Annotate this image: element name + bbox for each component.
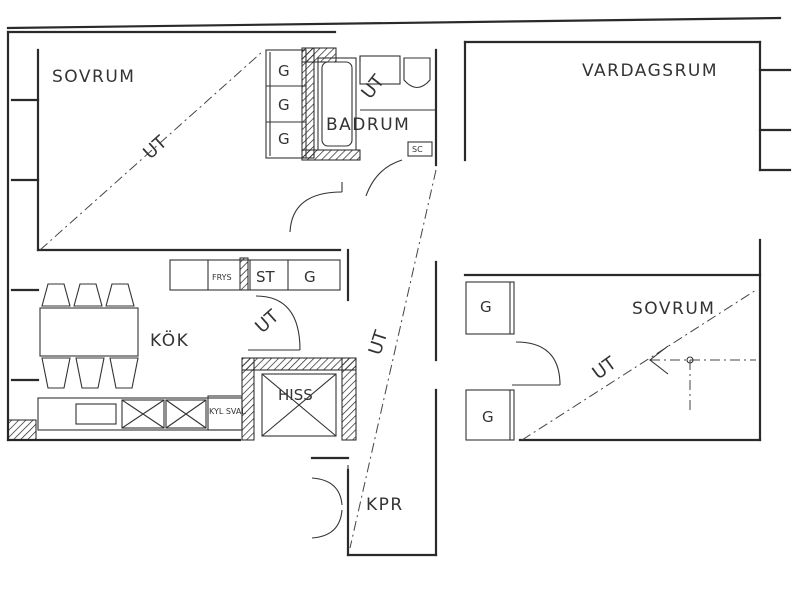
doors xyxy=(248,159,561,539)
wall-hatch-hiss-right xyxy=(341,357,357,441)
fridge-label: KYL SVAL xyxy=(209,407,246,416)
outer-walls xyxy=(6,16,792,557)
exit-label: UT xyxy=(139,131,172,163)
stove-label: ST xyxy=(256,268,276,286)
wardrobe-column xyxy=(265,49,307,159)
washer-label: SC xyxy=(412,145,423,154)
exit-label: UT xyxy=(357,70,389,103)
room-label-kok: KÖK xyxy=(150,329,189,351)
elevator xyxy=(261,373,337,437)
dining-table xyxy=(39,283,139,389)
room-label-sovrum: SOVRUM xyxy=(52,67,135,87)
exit-lines xyxy=(39,51,757,549)
exit-label: UT xyxy=(365,327,393,357)
wardrobe-label: G xyxy=(278,62,290,80)
wardrobe-label: G xyxy=(278,130,290,148)
wardrobe-label: G xyxy=(480,298,492,316)
wardrobe-label: G xyxy=(278,96,290,114)
wardrobe-label: G xyxy=(482,408,494,426)
kitchen-counter xyxy=(37,259,341,431)
elevator-label: HISS xyxy=(278,386,313,404)
room-label-badrum: BADRUM xyxy=(326,115,410,135)
wall-hatch-bath-bottom xyxy=(301,149,361,161)
right-wardrobes xyxy=(465,281,515,441)
wardrobe-label: G xyxy=(304,268,316,286)
bathroom xyxy=(317,55,436,157)
wall-hatch-hiss-left xyxy=(241,357,255,441)
room-label-sovrum-2: SOVRUM xyxy=(632,299,715,319)
wall-hatch-bath-left xyxy=(301,47,315,159)
wall-hatch-hiss-top xyxy=(241,357,357,371)
freezer-label: FRYS xyxy=(212,273,232,282)
room-label-kpr: KPR xyxy=(366,495,404,515)
exit-label: UT xyxy=(589,352,622,384)
wall-hatch-kitchen-divider xyxy=(239,257,249,291)
exit-label: UT xyxy=(251,305,284,337)
wall-hatch-kitchen xyxy=(7,419,37,441)
room-label-vardagsrum: VARDAGSRUM xyxy=(582,61,718,81)
